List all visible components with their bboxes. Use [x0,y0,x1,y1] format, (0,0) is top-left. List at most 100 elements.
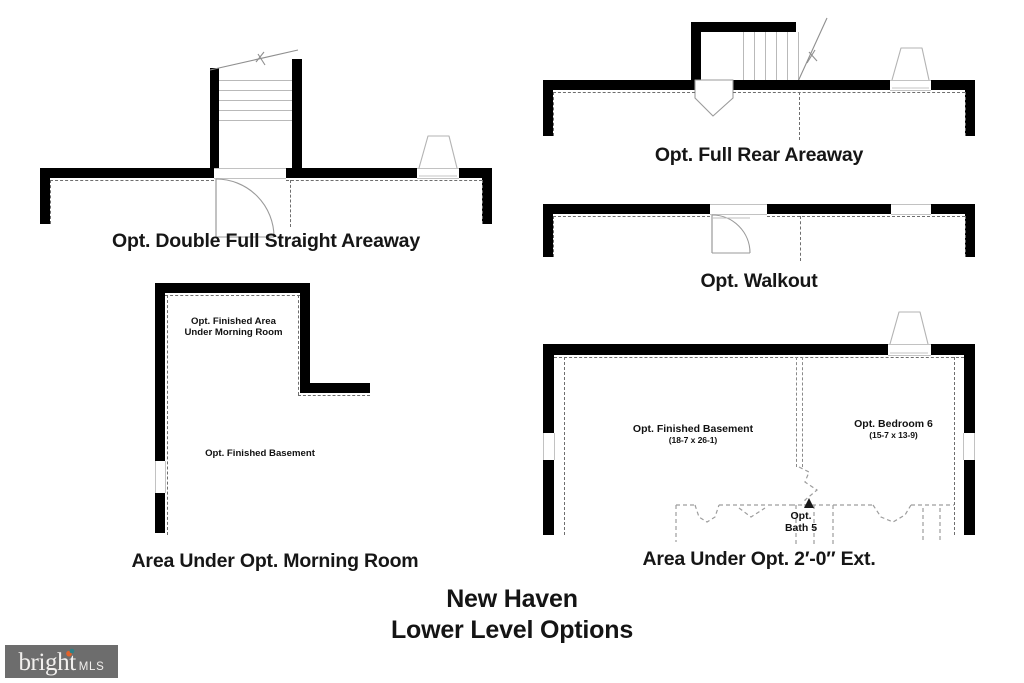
caption-area-under-morning-room: Area Under Opt. Morning Room [131,550,419,572]
foundation-wall-left-upper [543,344,554,433]
foundation-wall-rear-left [40,168,214,178]
foundation-wall-left-return [543,80,553,136]
column-grid-line [800,216,801,261]
areaway-break-line [209,49,299,71]
room-name: Opt. [790,510,812,522]
foundation-wall-left-return [40,168,50,224]
bay-window-outline [891,47,930,81]
door-swing-arc [215,178,275,238]
room-name: Opt. Finished Basement [205,448,315,459]
stair-direction-arrow [804,498,814,508]
window-opening [155,461,166,493]
room-label-bath-5: Opt. Bath 5 [768,510,834,535]
column-grid-line [799,92,800,140]
areaway-break-tick-a [257,53,266,66]
interior-framing-line-right [965,92,966,136]
door-swing-group [215,178,275,238]
bedroom-door-jog [798,466,819,507]
interior-framing-line-top [165,295,300,296]
areaway-tread [219,100,292,101]
room-name: Opt. Finished Area [191,316,276,327]
closet-door-right [872,504,912,523]
areaway-tread [776,32,777,88]
walkout-door-opening [710,204,767,215]
interior-framing-line-right [298,295,299,395]
interior-framing-line-top [553,92,695,93]
areaway-tread [754,32,755,88]
bay-window-opening [888,344,931,356]
foundation-wall-rear-left [543,204,710,214]
bath-door-right [738,507,766,518]
sheet-title-line-2: Lower Level Options [390,616,634,644]
room-label-bedroom-6: Opt. Bedroom 6 (15-7 x 13-9) [811,418,976,441]
morning-room-step-wall [300,383,370,393]
window-opening-right [963,433,975,460]
caption-walkout: Opt. Walkout [700,270,818,292]
foundation-wall-rear-right [459,168,492,178]
foundation-wall-right-return [965,204,975,257]
foundation-wall-right-upper [964,344,975,433]
bay-window-outline [418,135,458,169]
morning-room-right-wall [300,283,310,393]
bath-door-left [694,504,720,523]
room-dimensions: (15-7 x 13-9) [869,430,918,441]
room-name: Opt. Finished Basement [632,423,754,435]
interior-framing-line-top [50,180,214,181]
door-swing-arc [711,214,751,254]
column-grid-line [290,180,291,227]
areaway-break-line-group [209,49,299,71]
areaway-tread [743,32,744,88]
interior-framing-line-right [954,357,955,535]
bright-mls-watermark: bright MLS [5,645,118,678]
areaway-door-opening [214,168,286,179]
interior-framing-line-left [553,216,554,257]
areaway-tread [765,32,766,88]
foundation-wall-rear-left [543,344,888,355]
window-opening [891,204,931,215]
plan-area-under-morning-room: Opt. Finished Area Under Morning Room Op… [130,280,420,576]
interior-framing-line-left [553,92,554,136]
interior-framing-line-right [482,180,483,224]
areaway-head-wall [691,22,796,32]
plan-walkout: Opt. Walkout [543,198,975,298]
foundation-wall-rear-right [931,204,975,214]
foundation-wall-rear-middle [733,80,890,90]
foundation-wall-rear-middle [286,168,417,178]
interior-framing-line-top [286,180,482,181]
areaway-right-jamb-wall [292,59,302,176]
interior-framing-line-left [564,357,565,535]
areaway-tread [219,80,292,81]
areaway-left-jamb-wall [691,22,701,88]
window-opening-left [543,433,555,460]
foundation-wall-rear-middle [767,204,891,214]
bay-window-projection [418,135,458,177]
watermark-accent-icon [65,648,74,657]
room-label-finished-area-under-morning-room: Opt. Finished Area Under Morning Room [167,316,300,339]
interior-framing-line-right [965,216,966,257]
plan-double-full-straight-areaway: Opt. Double Full Straight Areaway [40,40,492,252]
room-name-line2: Bath 5 [784,522,818,535]
interior-framing-line-top [553,216,710,217]
areaway-tread [219,120,292,121]
foundation-wall-left-lower [543,460,554,535]
sheet-title: New Haven Lower Level Options [0,584,1024,646]
areaway-tread [219,90,292,91]
foundation-wall-left-upper [155,283,165,461]
bay-window-opening [890,80,931,91]
areaway-tread [787,32,788,88]
room-label-finished-basement: Opt. Finished Basement [170,448,350,459]
interior-framing-line-top [733,92,965,93]
foundation-wall-rear-right [931,344,975,355]
room-name: Opt. Bedroom 6 [854,418,933,430]
interior-framing-line-step [298,395,370,396]
bedroom-partition-wall [802,357,803,467]
interior-framing-line-left [167,295,168,535]
bay-window-opening [417,168,459,179]
foundation-wall-right-return [482,168,492,224]
room-dimensions: (18-7 x 26-1) [668,435,718,446]
foundation-wall-rear-right [931,80,975,90]
areaway-break-tick-a [808,51,818,62]
areaway-left-jamb-wall [210,68,219,176]
areaway-break-tick-b [806,49,816,64]
